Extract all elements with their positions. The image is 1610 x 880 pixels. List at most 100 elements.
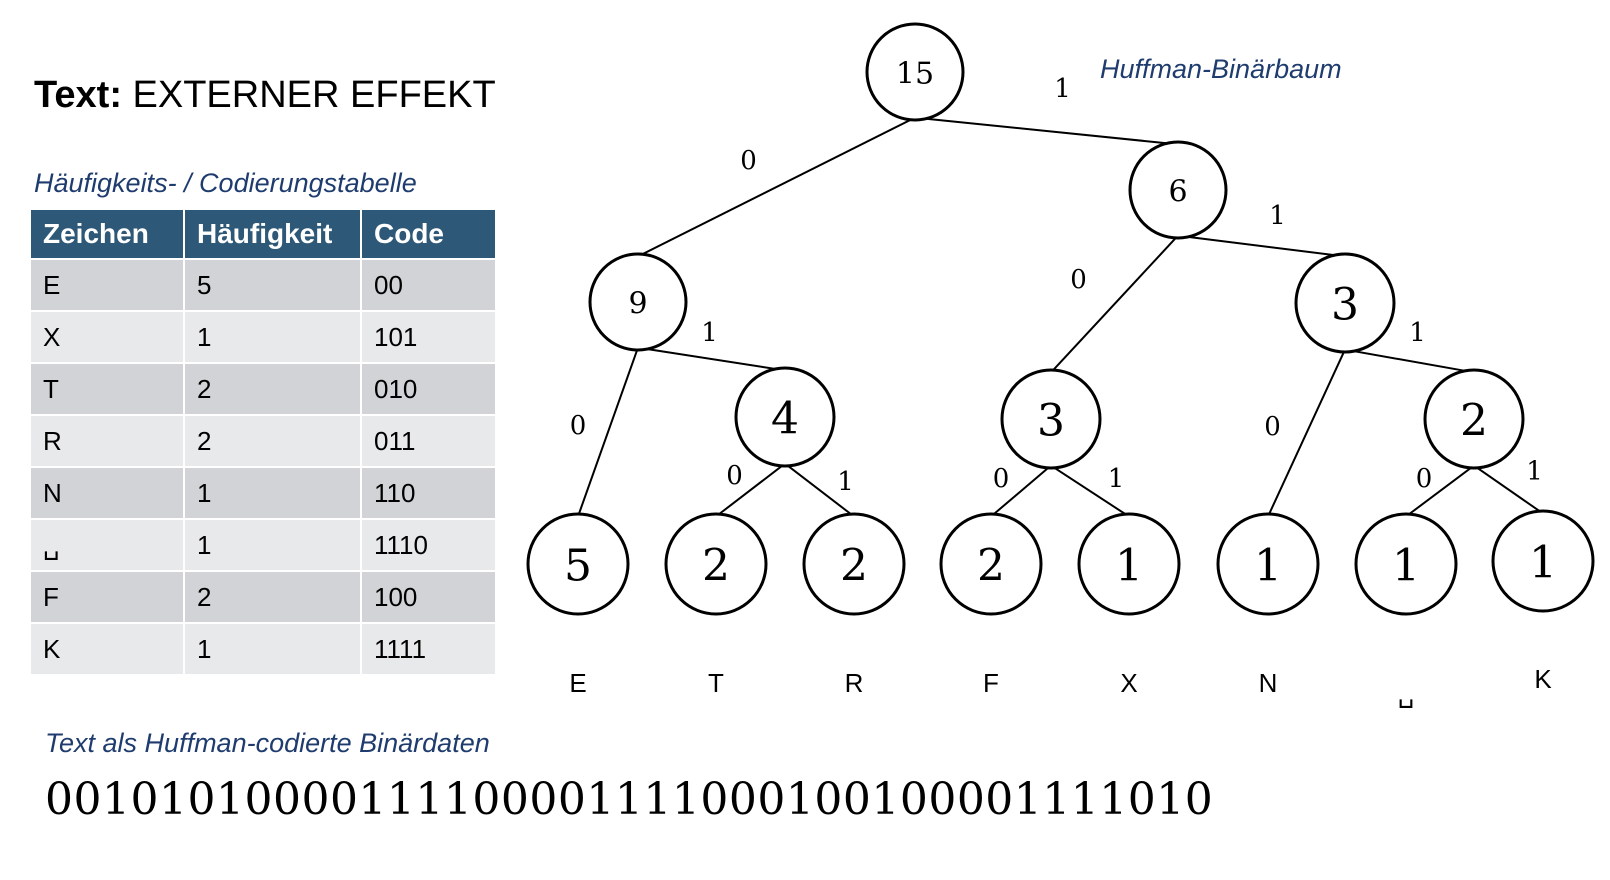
node-circle	[1077, 512, 1181, 616]
tree-node: 3	[1294, 252, 1396, 354]
cell-freq: 1	[184, 518, 362, 571]
node-value: 15	[896, 57, 934, 92]
edge-bit-label: 1	[837, 467, 854, 497]
cell-char: N	[31, 466, 185, 519]
tree-node: 1	[1216, 512, 1320, 616]
edge-bit-label: 1	[1054, 74, 1071, 104]
node-circle	[1128, 140, 1228, 240]
cell-freq: 1	[184, 310, 362, 363]
cell-code: 110	[361, 466, 495, 519]
tree-edge	[1177, 234, 1346, 258]
node-circle	[1354, 512, 1458, 616]
node-circle	[939, 512, 1043, 616]
cell-freq: 1	[184, 466, 362, 519]
edge-bit-label: 1	[701, 318, 718, 348]
cell-char: R	[31, 414, 185, 467]
tree-edge	[1344, 348, 1475, 374]
tree-caption: Huffman-Binärbaum	[1100, 54, 1342, 84]
text-line: Text: EXTERNER EFFEKT	[34, 72, 496, 118]
node-value: 2	[702, 541, 730, 592]
cell-code: 011	[361, 414, 495, 467]
tree-edge	[715, 462, 786, 518]
node-value: 2	[977, 541, 1005, 592]
node-circle	[1216, 512, 1320, 616]
node-circle	[664, 512, 768, 616]
node-value: 4	[771, 394, 799, 445]
tree-node: 5	[526, 512, 630, 616]
cell-char: E	[31, 258, 185, 311]
tree-edge	[990, 464, 1052, 518]
tree-node: 1	[1354, 512, 1458, 616]
node-value: 1	[1392, 541, 1420, 592]
node-value: 3	[1331, 280, 1359, 331]
tree-node: 4	[734, 366, 836, 468]
leaf-label: R	[845, 668, 864, 698]
cell-code: 010	[361, 362, 495, 415]
cell-freq: 2	[184, 570, 362, 623]
edge-bit-label: 0	[740, 146, 757, 176]
node-circle	[1491, 509, 1595, 613]
tree-node: 2	[664, 512, 768, 616]
cell-code: 100	[361, 570, 495, 623]
tree-node: 1	[1077, 512, 1181, 616]
header-haeufigkeit: Häufigkeit	[184, 210, 362, 259]
node-circle	[802, 512, 906, 616]
leaf-label: ␣	[1398, 678, 1415, 708]
cell-code: 1111	[361, 622, 495, 674]
node-circle	[1294, 252, 1396, 354]
edge-bit-label: 0	[993, 464, 1010, 494]
node-value: 3	[1037, 396, 1065, 447]
cell-char: F	[31, 570, 185, 623]
cell-freq: 5	[184, 258, 362, 311]
tree-edge	[1405, 464, 1475, 518]
leaf-label: K	[1534, 664, 1552, 694]
tree-edge	[1050, 464, 1130, 518]
cell-char: K	[31, 622, 185, 674]
tree-edge	[1473, 464, 1544, 515]
cell-char: T	[31, 362, 185, 415]
edge-bit-label: 0	[1070, 265, 1087, 295]
cell-char: ␣	[31, 518, 185, 571]
leaf-label: N	[1259, 668, 1278, 698]
tree-node: 6	[1128, 140, 1228, 240]
binary-data: 0010101000011110000111100010010000111101…	[45, 774, 1214, 825]
binary-caption: Text als Huffman-codierte Binärdaten	[45, 728, 490, 758]
edge-bit-label: 1	[1108, 464, 1125, 494]
edge-bit-label: 1	[1269, 201, 1286, 231]
tree-node: 15	[865, 22, 965, 122]
tree-edge	[1050, 234, 1179, 374]
node-value: 5	[564, 541, 592, 592]
edge-bit-label: 1	[1409, 318, 1426, 348]
text-label: Text:	[34, 74, 122, 116]
node-circle	[1423, 368, 1525, 470]
cell-code: 00	[361, 258, 495, 311]
node-circle	[526, 512, 630, 616]
tree-edge	[577, 347, 639, 517]
cell-freq: 2	[184, 362, 362, 415]
tree-edge	[637, 346, 786, 372]
tree-edge	[637, 116, 916, 258]
node-circle	[588, 252, 688, 352]
edge-bit-label: 0	[726, 461, 743, 491]
cell-char: X	[31, 310, 185, 363]
header-code: Code	[361, 210, 495, 259]
tree-node: 2	[939, 512, 1043, 616]
tree-node: 2	[1423, 368, 1525, 470]
cell-code: 1110	[361, 518, 495, 571]
node-value: 9	[628, 287, 647, 322]
cell-freq: 1	[184, 622, 362, 674]
edge-bit-label: 0	[1264, 412, 1281, 442]
edge-bit-label: 0	[570, 411, 587, 441]
node-circle	[734, 366, 836, 468]
tree-edge	[1267, 349, 1346, 517]
node-value: 1	[1115, 541, 1143, 592]
node-value: 1	[1254, 541, 1282, 592]
tree-node: 3	[1000, 368, 1102, 470]
node-value: 1	[1529, 538, 1557, 589]
node-value: 6	[1168, 175, 1187, 210]
